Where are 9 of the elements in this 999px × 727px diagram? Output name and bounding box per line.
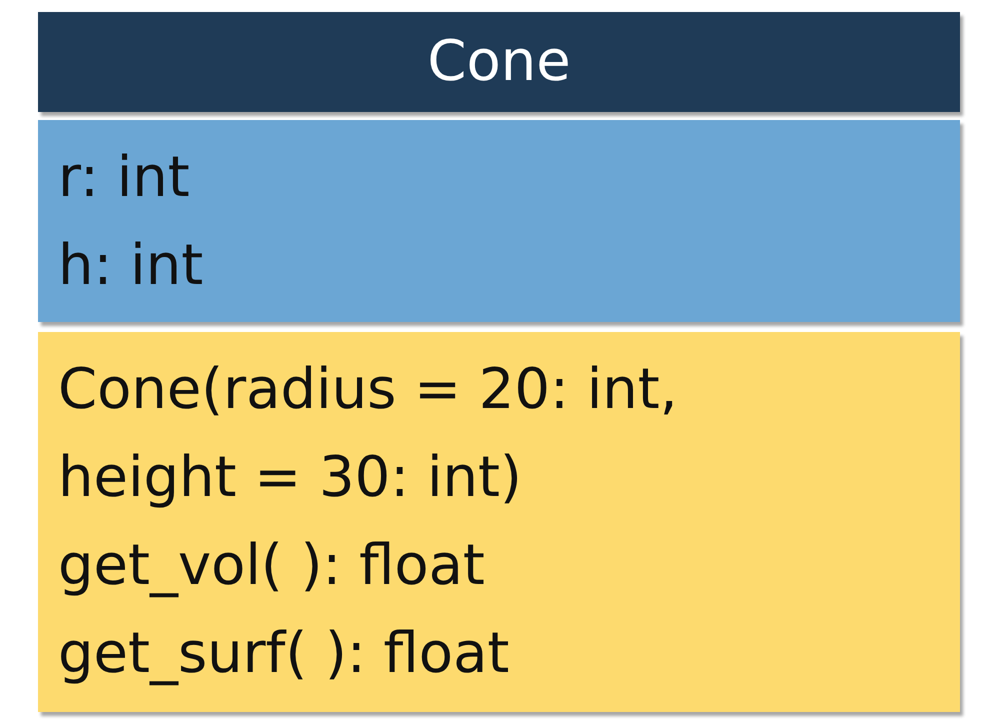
class-name: Cone [426,28,572,96]
attributes-compartment [38,120,960,322]
class-header [38,12,960,112]
method: get_surf( ): float [58,620,510,688]
method: Cone(radius = 20: int, height = 30: int) [58,356,679,512]
attribute: r: int [58,144,190,212]
methods-compartment [38,332,960,712]
method: get_vol( ): float [58,532,485,600]
attribute: h: int [58,232,204,300]
